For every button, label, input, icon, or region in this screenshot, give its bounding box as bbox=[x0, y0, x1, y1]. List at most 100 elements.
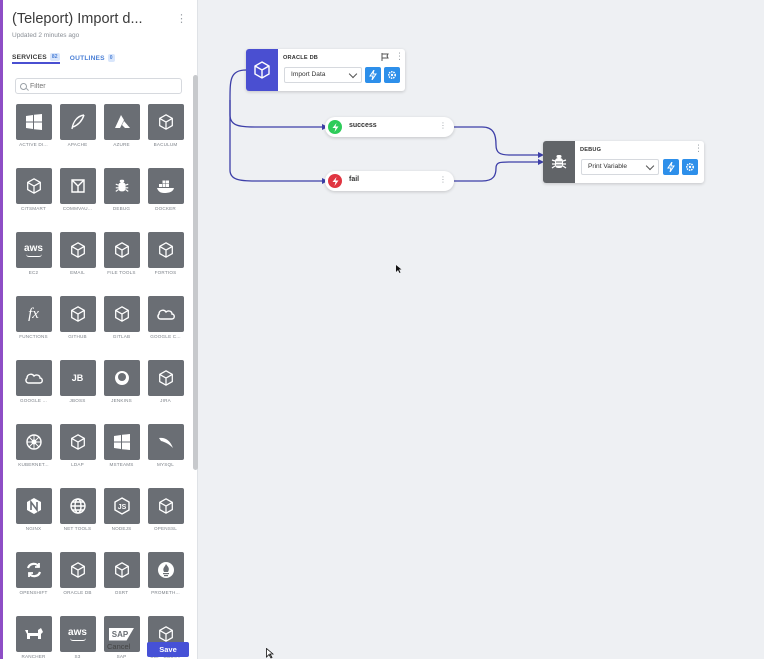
workflow-menu-kebab-icon[interactable]: ⋮ bbox=[176, 13, 187, 25]
service-tile-label: GOOGLE C... bbox=[150, 334, 181, 339]
success-node-kebab-icon[interactable]: ⋮ bbox=[439, 121, 447, 130]
cube-icon bbox=[59, 232, 96, 268]
oracle-db-node[interactable]: ORACLE DB ⋮ Import Data bbox=[246, 49, 405, 91]
cube-icon bbox=[147, 488, 184, 524]
filter-input[interactable] bbox=[30, 82, 170, 90]
service-tile[interactable]: GOOGLE C... bbox=[144, 296, 187, 339]
service-tile[interactable]: GOOGLE ... bbox=[12, 360, 55, 403]
service-tile[interactable]: BACULUM bbox=[144, 104, 187, 147]
aws-icon: aws bbox=[59, 616, 96, 652]
debug-node[interactable]: DEBUG ⋮ Print Variable bbox=[543, 141, 704, 183]
debug-trigger-button[interactable] bbox=[663, 159, 679, 175]
service-tile[interactable]: LDAP bbox=[56, 424, 99, 467]
service-tile[interactable]: EMAIL bbox=[56, 232, 99, 275]
service-tile-label: RANCHER bbox=[21, 654, 46, 659]
service-tile-label: ORACLE DB bbox=[63, 590, 92, 595]
azure-icon bbox=[103, 104, 140, 140]
service-tile-label: DOCKER bbox=[155, 206, 176, 211]
workflow-title[interactable]: (Teleport) Import d... bbox=[12, 11, 143, 27]
dolphin-icon bbox=[147, 424, 184, 460]
service-tile[interactable]: RANCHER bbox=[12, 616, 55, 659]
fail-bolt-icon bbox=[328, 174, 342, 188]
service-tile[interactable]: OPENSHIFT bbox=[12, 552, 55, 595]
oracle-db-node-kebab-icon[interactable]: ⋮ bbox=[395, 51, 404, 61]
service-tile-label: DEBUG bbox=[112, 206, 131, 211]
arrow-debug-bottom bbox=[538, 159, 544, 165]
service-tile[interactable]: ORACLE DB bbox=[56, 552, 99, 595]
service-tile-label: GOOGLE ... bbox=[19, 398, 48, 403]
service-tile[interactable]: JENKINS bbox=[100, 360, 143, 403]
service-tile-label: GITLAB bbox=[112, 334, 131, 339]
debug-action-select[interactable]: Print Variable bbox=[581, 159, 659, 175]
wire-fail-debug bbox=[454, 161, 540, 182]
oracle-db-trigger-button[interactable] bbox=[365, 67, 381, 83]
chevron-down-icon bbox=[348, 69, 358, 79]
debug-node-kebab-icon[interactable]: ⋮ bbox=[694, 143, 703, 153]
service-tile-label: JIRA bbox=[160, 398, 171, 403]
service-tile[interactable]: CITSMART bbox=[12, 168, 55, 211]
service-tile[interactable]: OSRT bbox=[100, 552, 143, 595]
fail-node-kebab-icon[interactable]: ⋮ bbox=[439, 175, 447, 184]
oracle-db-settings-button[interactable] bbox=[384, 67, 400, 83]
cloud-icon bbox=[15, 360, 52, 396]
service-tile[interactable]: KUBERNET... bbox=[12, 424, 55, 467]
service-tile[interactable]: GITLAB bbox=[100, 296, 143, 339]
service-tile[interactable]: MYSQL bbox=[144, 424, 187, 467]
fail-node-label: fail bbox=[349, 176, 360, 183]
service-tile-label: OPENSSL bbox=[153, 526, 178, 531]
save-button[interactable]: Save bbox=[147, 642, 189, 657]
service-tile[interactable]: AZURE bbox=[100, 104, 143, 147]
cube-icon bbox=[103, 232, 140, 268]
workflow-title-row: (Teleport) Import d... ⋮ bbox=[12, 10, 192, 28]
service-tile[interactable]: GITHUB bbox=[56, 296, 99, 339]
service-tile[interactable]: JIRA bbox=[144, 360, 187, 403]
service-tile-label: LDAP bbox=[71, 462, 84, 467]
fail-node[interactable]: fail ⋮ bbox=[325, 171, 454, 191]
service-tile[interactable]: ACTIVE DI... bbox=[12, 104, 55, 147]
debug-settings-button[interactable] bbox=[682, 159, 698, 175]
debug-node-title: DEBUG bbox=[580, 147, 602, 153]
service-tile-label: COMMVAU... bbox=[62, 206, 93, 211]
oracle-db-action-select[interactable]: Import Data bbox=[284, 67, 362, 83]
flag-icon[interactable] bbox=[381, 53, 389, 61]
tab-services[interactable]: SERVICES 82 bbox=[12, 52, 60, 64]
service-tile[interactable]: APACHE bbox=[56, 104, 99, 147]
service-tile[interactable]: OPENSSL bbox=[144, 488, 187, 531]
filter-box bbox=[15, 78, 182, 94]
service-tile-label: PROMETH... bbox=[151, 590, 180, 595]
service-tile[interactable]: FORTIOS bbox=[144, 232, 187, 275]
wire-success-debug bbox=[454, 126, 540, 156]
gear-icon bbox=[685, 162, 695, 172]
arrow-debug-top bbox=[538, 152, 544, 158]
services-scrollbar[interactable] bbox=[193, 75, 198, 470]
service-tile[interactable]: NET TOOLS bbox=[56, 488, 99, 531]
success-node[interactable]: success ⋮ bbox=[325, 117, 454, 137]
windows-icon bbox=[103, 424, 140, 460]
feather-icon bbox=[59, 104, 96, 140]
tab-outlines-label: OUTLINES bbox=[69, 54, 105, 62]
search-icon bbox=[20, 82, 27, 90]
service-tile[interactable]: FILE TOOLS bbox=[100, 232, 143, 275]
service-tile[interactable]: COMMVAU... bbox=[56, 168, 99, 211]
service-tile[interactable]: DOCKER bbox=[144, 168, 187, 211]
service-tile[interactable]: PROMETH... bbox=[144, 552, 187, 595]
service-tile[interactable]: NGINX bbox=[12, 488, 55, 531]
cancel-button[interactable]: Cancel bbox=[107, 642, 131, 651]
service-tile[interactable]: DEBUG bbox=[100, 168, 143, 211]
cloud-icon bbox=[147, 296, 184, 332]
service-tile-label: JBOSS bbox=[69, 398, 86, 403]
service-tile[interactable]: MSTEAMS bbox=[100, 424, 143, 467]
windows-icon bbox=[15, 104, 52, 140]
service-tile-label: APACHE bbox=[67, 142, 88, 147]
cube-icon bbox=[103, 552, 140, 588]
cube-icon bbox=[59, 424, 96, 460]
tab-outlines[interactable]: OUTLINES 0 bbox=[70, 52, 115, 64]
oracle-db-node-title: ORACLE DB bbox=[283, 55, 319, 61]
